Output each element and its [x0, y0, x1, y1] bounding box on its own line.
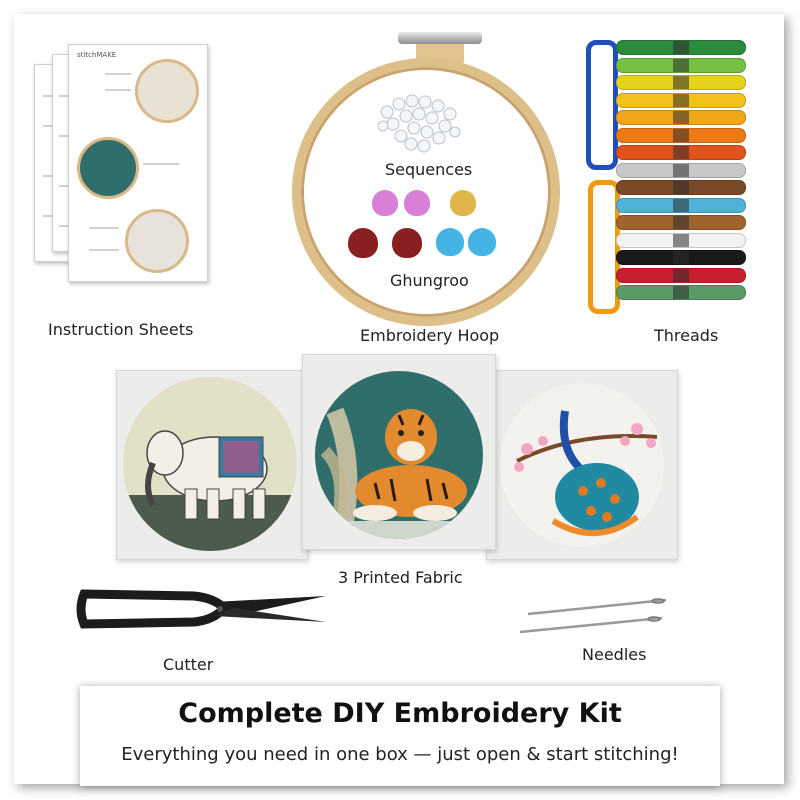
skein-label-band	[673, 128, 689, 142]
thread-skein	[616, 110, 746, 125]
skein-label-band	[673, 111, 689, 124]
sheet-brand: stitchMAKE	[77, 51, 117, 59]
thread-skein	[616, 180, 746, 195]
ghungroo-maroon-2	[392, 228, 422, 258]
needles	[519, 598, 667, 634]
sequins-pile	[377, 94, 461, 153]
thread-skein	[616, 127, 746, 143]
skein-label-band	[673, 181, 689, 194]
skein-label-band	[673, 93, 689, 107]
skein-label-band	[673, 216, 689, 229]
skein-label-band	[673, 233, 689, 247]
elephant-fabric	[116, 370, 308, 560]
ghungroo-pink-1	[372, 190, 398, 216]
elephant-illustration	[145, 430, 268, 520]
ghungroo-gold	[450, 190, 476, 216]
skein-label-band	[673, 163, 689, 177]
ghungroo-pink-2	[404, 190, 430, 216]
blue-thread-loop	[586, 40, 618, 170]
skein-label-band	[673, 286, 689, 299]
tiger-fabric	[302, 354, 496, 550]
sheet-peacock-hoop	[125, 209, 189, 273]
thread-skein	[616, 92, 746, 108]
threads-caption: Threads	[654, 326, 719, 345]
peacock-fabric	[486, 370, 678, 560]
ghungroo-blue-1	[436, 228, 464, 256]
peacock-illustration	[500, 383, 664, 547]
orange-thread-loop	[588, 180, 620, 314]
ghungroo-label: Ghungroo	[390, 271, 469, 290]
thread-skein	[616, 285, 746, 300]
instruction-sheet-front: stitchMAKE	[68, 44, 208, 282]
hoop-screw	[398, 32, 482, 44]
skein-label-band	[673, 58, 689, 72]
printed-fabric-caption: 3 Printed Fabric	[338, 568, 463, 587]
needles-caption: Needles	[582, 645, 647, 664]
hoop-ring	[292, 58, 560, 326]
banner-title: Complete DIY Embroidery Kit	[178, 698, 622, 729]
skein-label-band	[673, 268, 689, 282]
banner-subtitle: Everything you need in one box — just op…	[121, 744, 679, 765]
thread-skein	[616, 162, 746, 178]
sheet-tiger-hoop	[77, 137, 139, 199]
thread-skein	[616, 40, 746, 55]
thread-skein	[616, 75, 746, 90]
embroidery-hoop-caption: Embroidery Hoop	[360, 326, 500, 345]
skein-label-band	[673, 198, 689, 212]
ghungroo-maroon-1	[348, 228, 378, 258]
thread-skein	[616, 250, 746, 265]
skein-label-band	[673, 146, 689, 159]
ghungroo-blue-2	[468, 228, 496, 256]
cutter-caption: Cutter	[163, 655, 214, 674]
cutter-scissors	[76, 589, 326, 629]
thread-skein	[616, 215, 746, 230]
kit-banner: Complete DIY Embroidery Kit Everything y…	[80, 686, 720, 786]
sequences-label: Sequences	[385, 160, 473, 179]
skein-label-band	[673, 76, 689, 89]
thread-skein	[616, 197, 746, 213]
tiger-illustration	[315, 407, 483, 539]
instruction-sheets-caption: Instruction Sheets	[48, 320, 194, 339]
thread-skein	[616, 267, 746, 283]
sheet-elephant-hoop	[135, 59, 199, 123]
thread-skein	[616, 145, 746, 160]
skein-label-band	[673, 251, 689, 264]
thread-skein	[616, 57, 746, 73]
thread-skein	[616, 232, 746, 248]
skein-label-band	[673, 41, 689, 54]
